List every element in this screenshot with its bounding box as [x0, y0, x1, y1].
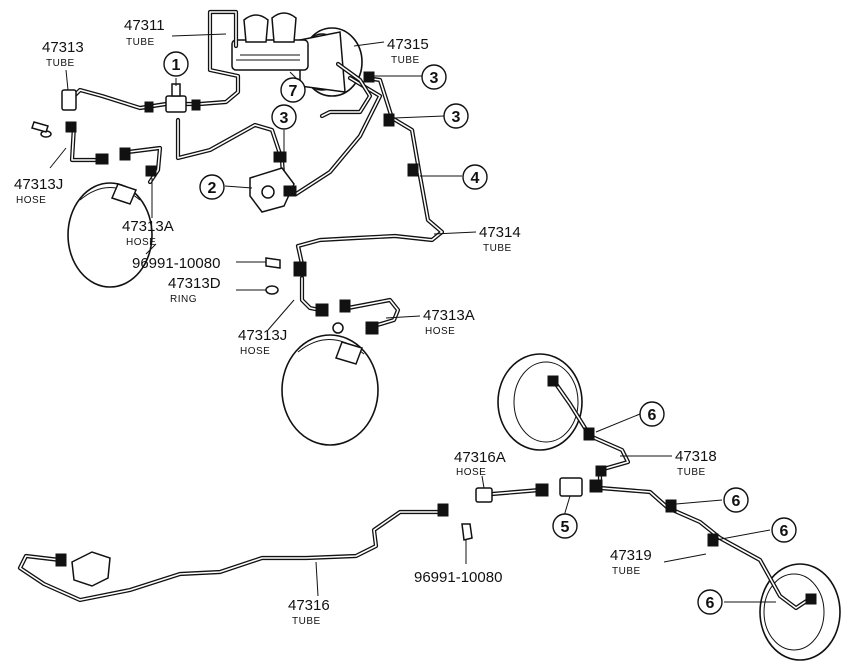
part-number: 47311 — [124, 17, 165, 34]
brake-pipes — [17, 9, 811, 611]
callout-6-lower: 6 — [697, 589, 723, 615]
callout-number: 5 — [561, 519, 570, 536]
callout-number: 6 — [648, 407, 657, 424]
part-label-47316: 47316 TUBE — [288, 597, 330, 627]
callout-number: 6 — [706, 595, 715, 612]
callout-number: 2 — [208, 180, 217, 197]
part-label-47314: 47314 TUBE — [479, 224, 521, 254]
part-label-47311: 47311 TUBE — [124, 17, 165, 48]
part-label-47313A-front-right: 47313A HOSE — [423, 307, 475, 337]
part-number: 47316 — [288, 597, 330, 614]
part-label-47319: 47319 TUBE — [610, 547, 652, 577]
front-right-brake-rotor — [281, 334, 379, 446]
part-label-47318: 47318 TUBE — [675, 448, 717, 478]
callout-3-middle: 3 — [443, 103, 469, 129]
callout-3-left: 3 — [271, 104, 297, 130]
part-number: 47319 — [610, 547, 652, 564]
callout-5: 5 — [552, 513, 578, 539]
part-number: 47313 — [42, 39, 84, 56]
part-number: 47315 — [387, 36, 429, 53]
part-type: HOSE — [425, 326, 455, 337]
part-type: TUBE — [46, 58, 75, 69]
part-label-47313J-front-right: 47313J HOSE — [238, 327, 287, 357]
part-label-47313A-front-left: 47313A HOSE — [122, 218, 174, 248]
part-number: 47314 — [479, 224, 521, 241]
part-number: 47313A — [122, 218, 174, 235]
leader-lines — [49, 33, 776, 603]
callout-6-right: 6 — [771, 517, 797, 543]
part-type: HOSE — [16, 195, 46, 206]
callout-6-middle: 6 — [723, 487, 749, 513]
front-left-brake-rotor — [67, 182, 153, 288]
part-number: 96991-10080 — [132, 255, 220, 272]
callout-6-upper: 6 — [639, 401, 665, 427]
brake-booster — [299, 27, 363, 97]
part-number: 47313J — [14, 176, 63, 193]
part-type: HOSE — [126, 237, 156, 248]
callout-number: 3 — [430, 70, 439, 87]
fittings — [31, 71, 817, 605]
callout-number: 4 — [471, 170, 480, 187]
part-type: TUBE — [292, 616, 321, 627]
callout-7: 7 — [280, 77, 306, 103]
callout-2: 2 — [199, 174, 225, 200]
part-type: HOSE — [240, 346, 270, 357]
part-label-47313D: 47313D RING — [168, 275, 221, 305]
callout-4: 4 — [462, 164, 488, 190]
rear-lower-brake-drum — [759, 563, 841, 661]
part-type: HOSE — [456, 467, 486, 478]
part-label-96991-10080-rear: 96991-10080 — [414, 569, 502, 586]
part-label-47313: 47313 TUBE — [42, 39, 84, 69]
part-label-47313J-front-left: 47313J HOSE — [14, 176, 63, 206]
callout-number: 6 — [780, 523, 789, 540]
callout-1: 1 — [163, 51, 189, 77]
master-cylinder — [231, 12, 309, 71]
part-number: 47313J — [238, 327, 287, 344]
part-number: 47313A — [423, 307, 475, 324]
part-number: 47313D — [168, 275, 221, 292]
part-type: TUBE — [612, 566, 641, 577]
part-type: TUBE — [126, 37, 155, 48]
part-type: TUBE — [483, 243, 512, 254]
callout-number: 6 — [732, 493, 741, 510]
part-number: 47318 — [675, 448, 717, 465]
part-type: TUBE — [391, 55, 420, 66]
rear-upper-brake-drum — [497, 353, 583, 451]
part-label-96991-10080-front: 96991-10080 — [132, 255, 220, 272]
callout-number: 3 — [280, 110, 289, 127]
part-number: 47316A — [454, 449, 506, 466]
part-type: TUBE — [677, 467, 706, 478]
callout-number: 7 — [289, 83, 298, 100]
part-type: RING — [170, 294, 197, 305]
part-label-47315: 47315 TUBE — [387, 36, 429, 66]
callout-number: 3 — [452, 109, 461, 126]
callout-number: 1 — [172, 57, 181, 74]
part-label-47316A: 47316A HOSE — [454, 449, 506, 478]
callout-3-upper: 3 — [421, 64, 447, 90]
part-number: 96991-10080 — [414, 569, 502, 586]
